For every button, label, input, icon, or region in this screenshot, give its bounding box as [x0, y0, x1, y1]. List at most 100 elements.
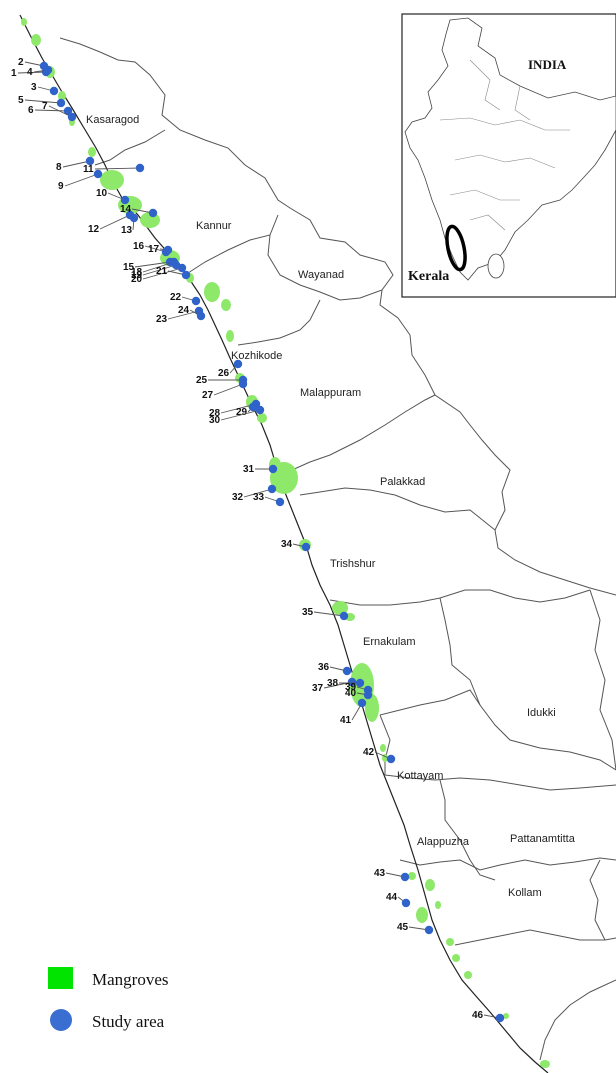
boundary-ernakulam-idukki	[439, 597, 616, 771]
study-site-4: 4	[27, 65, 53, 78]
mangrove-patch	[58, 91, 66, 101]
study-site-dot	[163, 245, 173, 255]
inset-kerala-label: Kerala	[408, 269, 449, 284]
study-site-dot	[120, 195, 130, 205]
study-site-label: 33	[253, 492, 265, 503]
legend-study-area-label: Study area	[92, 1012, 165, 1031]
study-site-label: 20	[131, 274, 143, 285]
study-site-27: 27	[202, 379, 248, 401]
study-site-leader-line	[62, 160, 91, 168]
study-site-label: 24	[178, 305, 190, 316]
district-label-ernakulam: Ernakulam	[363, 636, 416, 648]
district-label-kottayam: Kottayam	[397, 770, 443, 782]
study-site-label: 19	[131, 270, 143, 281]
boundary-thrissur-ernakulam	[329, 589, 591, 606]
study-site-label: 43	[374, 868, 386, 879]
study-site-dot	[177, 263, 187, 273]
mangrove-patch	[257, 413, 267, 423]
district-label-malappuram: Malappuram	[300, 387, 361, 399]
district-label-pattanamtitta: Pattanamtitta	[510, 833, 576, 845]
study-site-leader-line	[142, 264, 177, 276]
study-site-leader-line	[142, 261, 175, 273]
study-site-label: 25	[196, 375, 208, 386]
study-site-42: 42	[363, 747, 396, 764]
boundary-kollam-south	[454, 929, 616, 946]
study-site-32: 32	[232, 484, 277, 503]
study-site-45: 45	[397, 922, 434, 935]
boundary-ernakulam-kottayam	[379, 689, 481, 716]
study-site-17: 17	[148, 244, 173, 255]
study-site-dot	[85, 156, 95, 166]
study-site-20: 20	[131, 263, 187, 285]
study-site-label: 45	[397, 922, 409, 933]
legend-mangroves-label: Mangroves	[92, 970, 168, 989]
study-site-dot	[129, 213, 139, 223]
district-label-idukki: Idukki	[527, 707, 556, 719]
boundary-kozhikode-malappuram	[237, 299, 321, 346]
mangrove-patch	[88, 147, 96, 157]
study-site-label: 10	[96, 188, 108, 199]
study-site-dot	[191, 296, 201, 306]
boundary-kannur-wayanad	[184, 214, 279, 276]
study-site-dot	[233, 359, 243, 369]
study-site-34: 34	[281, 539, 311, 552]
study-site-24: 24	[178, 305, 206, 321]
study-site-dot	[339, 611, 349, 621]
study-site-label: 46	[472, 1010, 484, 1021]
study-site-38: 38	[327, 678, 365, 689]
mangrove-patch	[204, 282, 220, 302]
study-site-label: 23	[156, 314, 168, 325]
state-east-border	[59, 37, 616, 596]
mangrove-patch	[221, 299, 231, 311]
legend-mangroves-swatch	[48, 967, 73, 989]
study-site-dot	[355, 678, 365, 688]
study-site-label: 29	[236, 407, 248, 418]
study-site-leader-line	[48, 105, 73, 118]
study-site-label: 27	[202, 390, 214, 401]
study-site-leader-line	[94, 167, 141, 170]
study-site-dot	[267, 484, 277, 494]
study-site-6: 6	[28, 105, 73, 116]
study-site-label: 5	[18, 95, 24, 106]
mangrove-patch	[452, 954, 460, 962]
mangrove-patch	[446, 938, 454, 946]
study-site-dot	[238, 379, 248, 389]
study-site-label: 40	[345, 688, 357, 699]
mangrove-patch	[21, 18, 27, 26]
study-site-label: 17	[148, 244, 160, 255]
study-site-label: 16	[133, 241, 145, 252]
study-site-5: 5	[18, 95, 66, 108]
sri-lanka-shape	[487, 253, 505, 279]
district-label-palakkad: Palakkad	[380, 476, 425, 488]
study-site-label: 37	[312, 683, 324, 694]
study-site-8: 8	[56, 156, 95, 173]
district-label-trishshur: Trishshur	[330, 558, 376, 570]
study-site-leader-line	[220, 409, 261, 421]
study-site-26: 26	[218, 359, 243, 379]
district-label-kozhikode: Kozhikode	[231, 350, 282, 362]
kerala-highlight-ellipse	[445, 224, 467, 272]
study-site-leader-line	[17, 71, 47, 74]
study-site-22: 22	[170, 292, 201, 306]
mangrove-patch	[31, 34, 41, 46]
study-site-dot	[196, 311, 206, 321]
study-site-11: 11	[83, 163, 145, 175]
study-site-label: 30	[209, 415, 221, 426]
legend-study-area-swatch	[50, 1009, 72, 1031]
study-site-label: 6	[28, 105, 34, 116]
study-site-dot	[357, 698, 367, 708]
study-site-label: 34	[281, 539, 293, 550]
study-site-leader-line	[64, 173, 99, 187]
study-site-21: 21	[156, 266, 191, 280]
study-site-label: 32	[232, 492, 244, 503]
study-site-leader-line	[142, 267, 183, 280]
district-labels: Kasaragod Kannur Wayanad Kozhikode Malap…	[86, 114, 576, 899]
study-site-14: 14	[120, 204, 158, 218]
district-label-kasaragod: Kasaragod	[86, 114, 139, 126]
district-label-kollam: Kollam	[508, 887, 542, 899]
study-site-43: 43	[374, 868, 410, 882]
boundary-idukki-east	[589, 589, 616, 771]
study-site-2: 2	[18, 57, 49, 71]
